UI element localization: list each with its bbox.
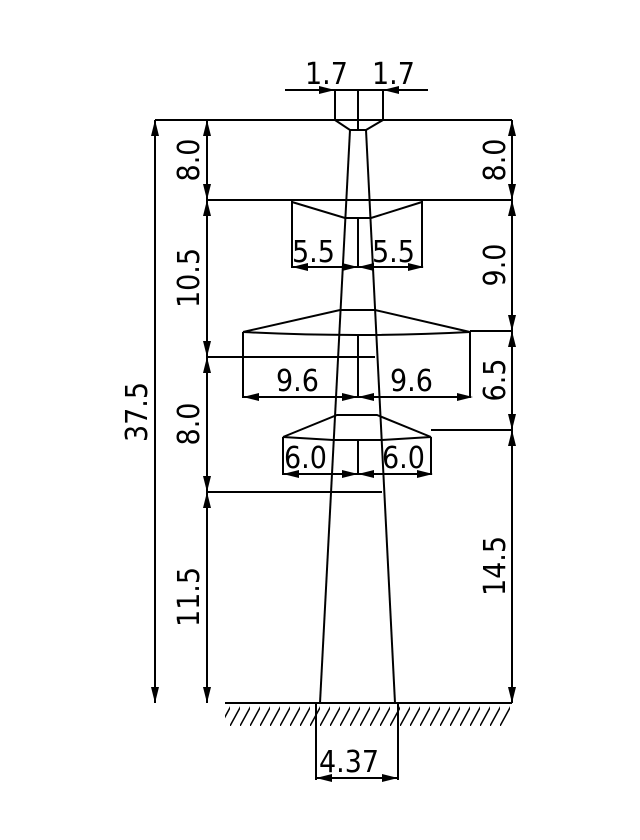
right-dim-1: 8.0 xyxy=(478,139,513,182)
right-dim-2: 9.0 xyxy=(478,244,513,287)
arrowhead xyxy=(203,184,211,200)
arrowhead xyxy=(457,393,473,401)
arrowhead xyxy=(203,476,211,492)
left-dim-1: 8.0 xyxy=(172,139,207,182)
arrowhead xyxy=(508,430,516,446)
arrowhead xyxy=(417,470,433,478)
base-width: 4.37 xyxy=(319,745,379,780)
arrowhead xyxy=(203,341,211,357)
arrowhead xyxy=(358,470,374,478)
arrowhead xyxy=(508,120,516,136)
arrowhead xyxy=(316,774,332,782)
arrowhead xyxy=(203,120,211,136)
left-dim-3: 8.0 xyxy=(172,403,207,446)
arrowhead xyxy=(508,200,516,216)
arm1-right-width: 5.5 xyxy=(372,235,415,270)
arrowhead xyxy=(408,263,424,271)
arrowhead xyxy=(283,470,299,478)
arrowhead xyxy=(203,357,211,373)
reference-lines xyxy=(155,119,512,493)
arrowhead xyxy=(203,200,211,216)
arrowhead xyxy=(342,263,358,271)
arrowhead xyxy=(358,263,374,271)
arm3-left-width: 6.0 xyxy=(284,441,327,476)
arrowhead xyxy=(342,393,358,401)
arm3-right-width: 6.0 xyxy=(382,441,425,476)
arrowhead xyxy=(342,470,358,478)
right-dim-4: 14.5 xyxy=(478,536,513,596)
arrowhead xyxy=(203,687,211,703)
ground xyxy=(225,702,512,726)
dimension-labels: 1.7 1.7 37.5 8.0 10.5 8.0 11.5 8.0 9.0 6… xyxy=(120,57,513,780)
arrowhead xyxy=(151,120,159,136)
total-height: 37.5 xyxy=(120,382,155,442)
arrowheads xyxy=(151,86,516,782)
arrowhead xyxy=(383,86,399,94)
arrowhead xyxy=(292,263,308,271)
arrowhead xyxy=(508,315,516,331)
left-dim-2: 10.5 xyxy=(172,248,207,308)
top-left-offset: 1.7 xyxy=(305,57,348,92)
arrowhead xyxy=(508,331,516,347)
crossarm-3 xyxy=(282,414,432,475)
top-right-offset: 1.7 xyxy=(372,57,415,92)
arrowhead xyxy=(358,393,374,401)
arm2-right-width: 9.6 xyxy=(390,364,433,399)
left-dim-4: 11.5 xyxy=(172,567,207,627)
arm2-left-width: 9.6 xyxy=(276,364,319,399)
arrowhead xyxy=(508,687,516,703)
arm1-left-width: 5.5 xyxy=(292,235,335,270)
arrowhead xyxy=(203,492,211,508)
right-dim-3: 6.5 xyxy=(478,359,513,402)
arrowhead xyxy=(151,687,159,703)
arrowhead xyxy=(508,414,516,430)
arrowhead xyxy=(319,86,335,94)
arrowhead xyxy=(382,774,398,782)
arrowhead xyxy=(243,393,259,401)
arrowhead xyxy=(508,184,516,200)
